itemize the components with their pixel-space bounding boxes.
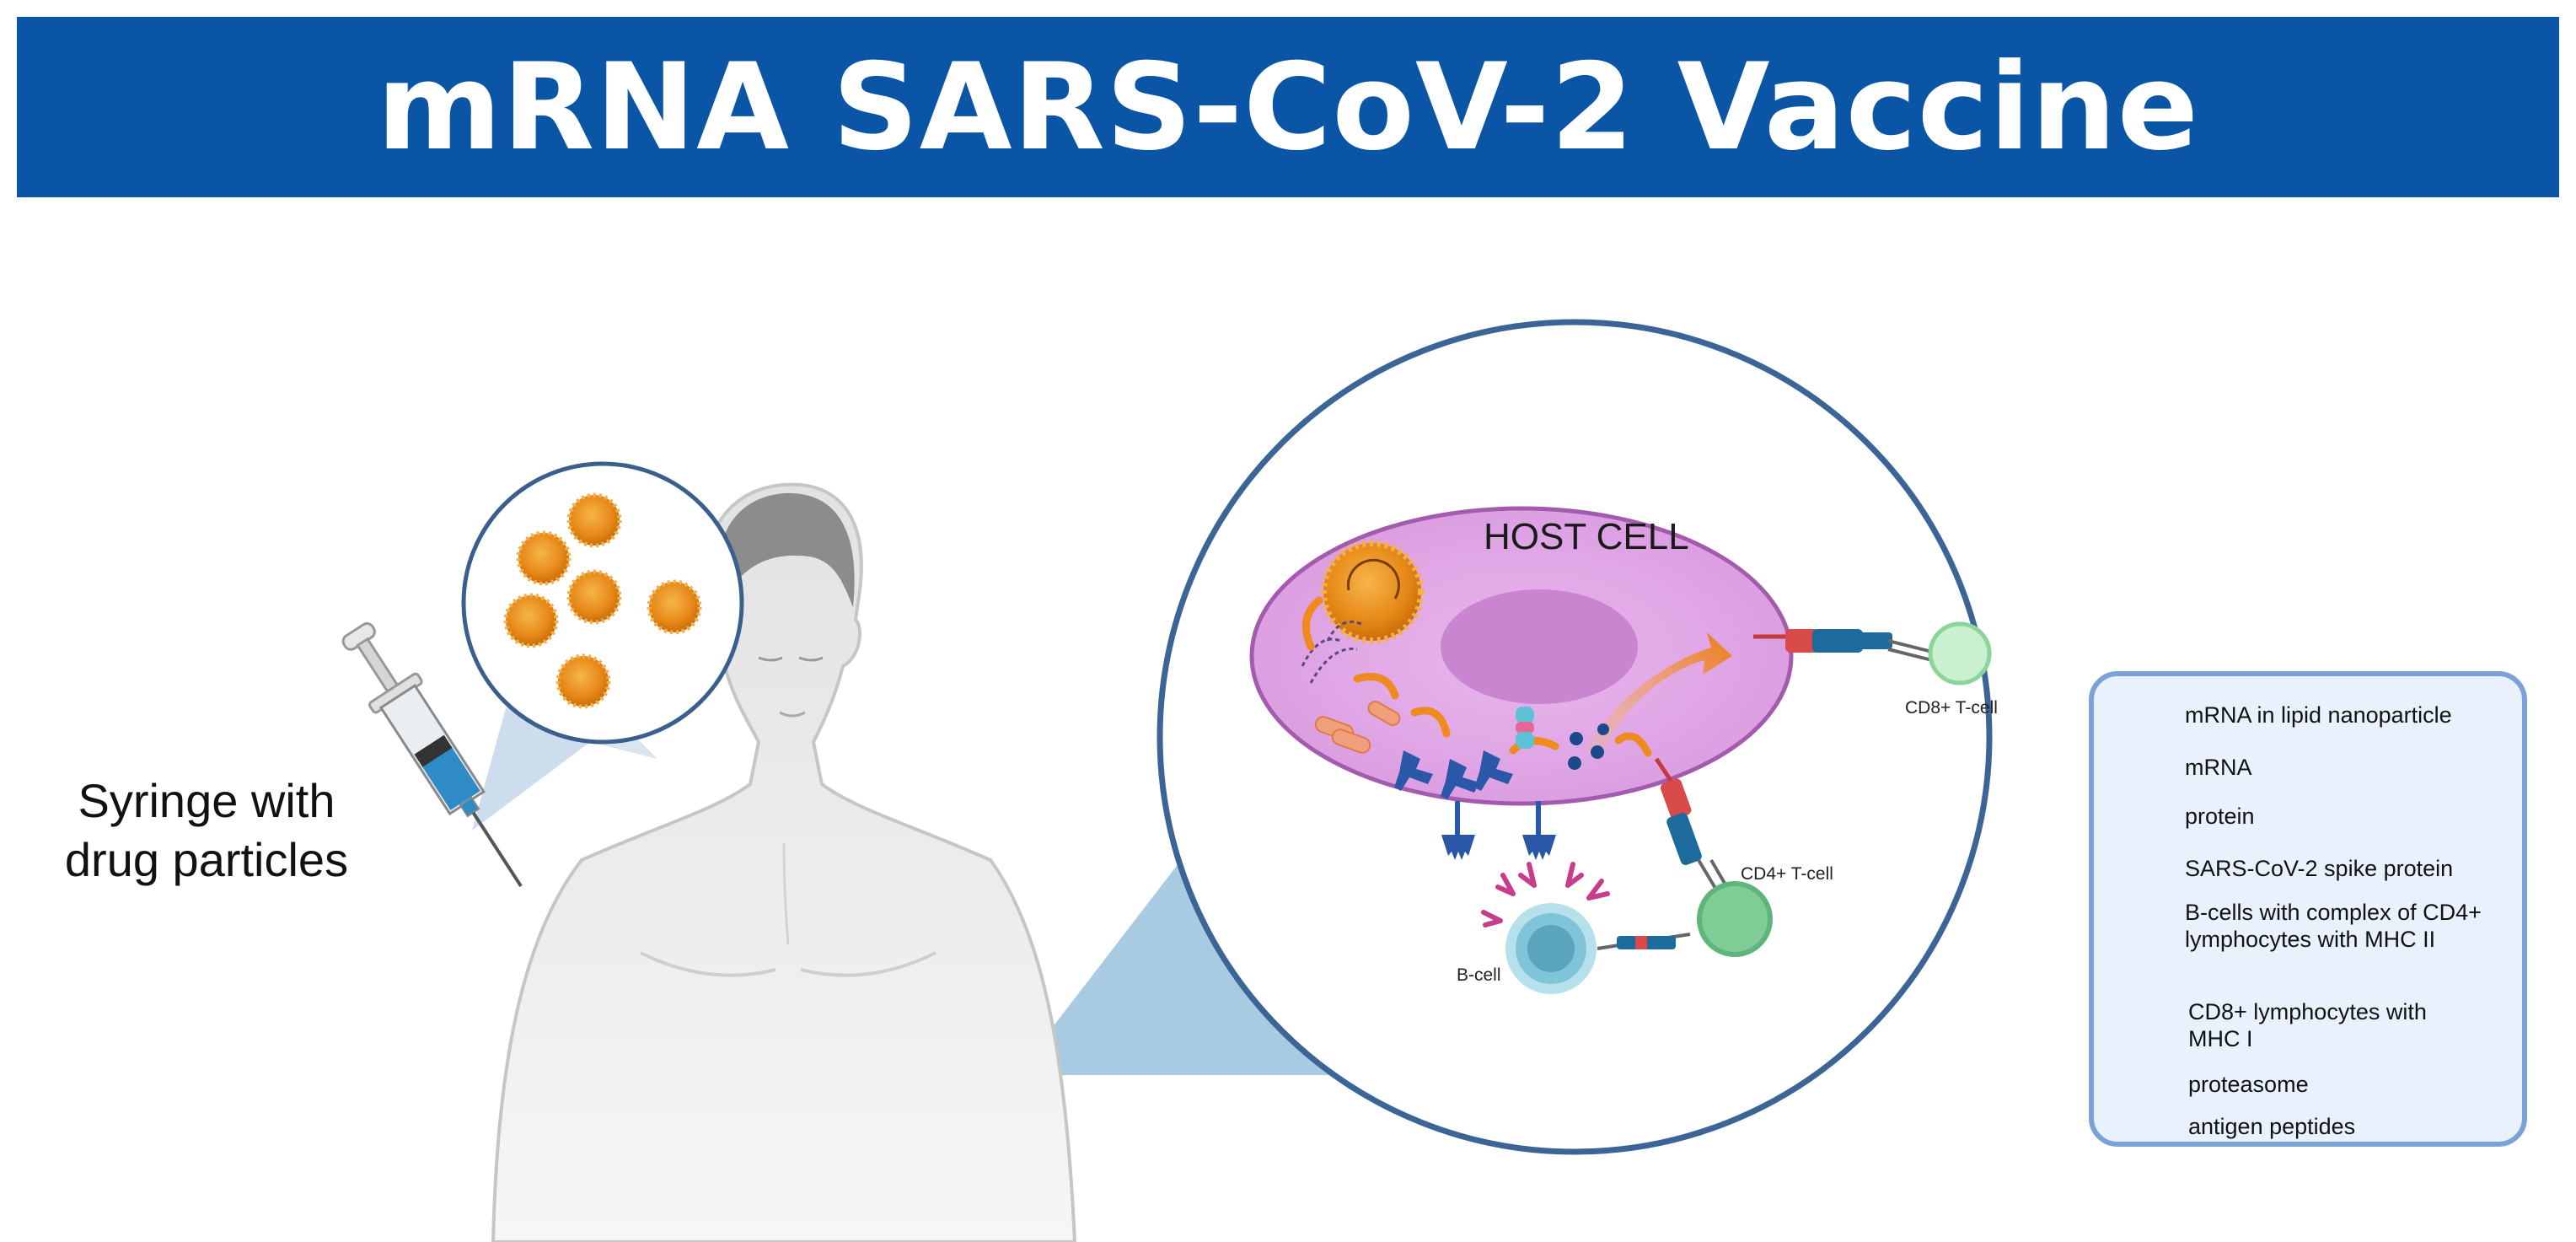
legend-item-antigen-peptides: antigen peptides [2188,1114,2356,1139]
legend-item-bcell-complex: B-cells with complex of CD4+ lymphocytes… [2185,900,2482,952]
antigen-peptides-icon [1568,723,1609,770]
syringe-label: Syringe with drug particles [34,772,379,890]
cd8-complex-icon [1753,621,1992,686]
page-title: mRNA SARS-CoV-2 Vaccine [376,37,2200,177]
legend-item-protein: protein [2185,804,2255,829]
legend-item-nanoparticle: mRNA in lipid nanoparticle [2185,702,2452,728]
spike-protein-icon [1441,801,1556,860]
magnify-beam [472,708,590,831]
cd8-t-cell-label: CD8+ T-cell [1905,698,1998,718]
title-banner: mRNA SARS-CoV-2 Vaccine [17,17,2559,197]
syringe-label-line1: Syringe with [78,774,335,827]
legend: mRNA in lipid nanoparticle mRNA protein … [2089,671,2527,1147]
protein-icon [1314,701,1401,754]
syringe-icon [341,622,523,888]
cd8-t-cell [1928,621,1992,686]
legend-item-cd8-complex: CD8+ lymphocytes with MHC I [2188,999,2427,1051]
bcell-complex-icon [1481,862,1691,994]
nanoparticle-icon [503,492,702,709]
b-cell-label: B-cell [1457,965,1501,985]
syringe-label-line2: drug particles [64,833,349,886]
nanoparticle-circle [461,461,744,745]
presentation-arrow [1585,632,1732,755]
mrna-icon [1301,621,1362,684]
host-cell [1249,506,1794,806]
nucleus [1441,589,1638,704]
cd4-complex-icon [1654,757,1773,957]
nanoparticle-icon [1320,540,1425,644]
legend-item-proteasome: proteasome [2188,1072,2309,1097]
cd4-t-cell-label: CD4+ T-cell [1741,864,1833,884]
legend-item-mrna: mRNA [2185,755,2252,780]
host-cell-label: HOST CELL [1484,516,1689,557]
legend-item-spike-protein: SARS-CoV-2 spike protein [2185,856,2454,881]
cd4-t-cell [1697,881,1773,957]
spike-protein-icon [1394,750,1513,799]
proteasome-icon [1516,707,1534,749]
